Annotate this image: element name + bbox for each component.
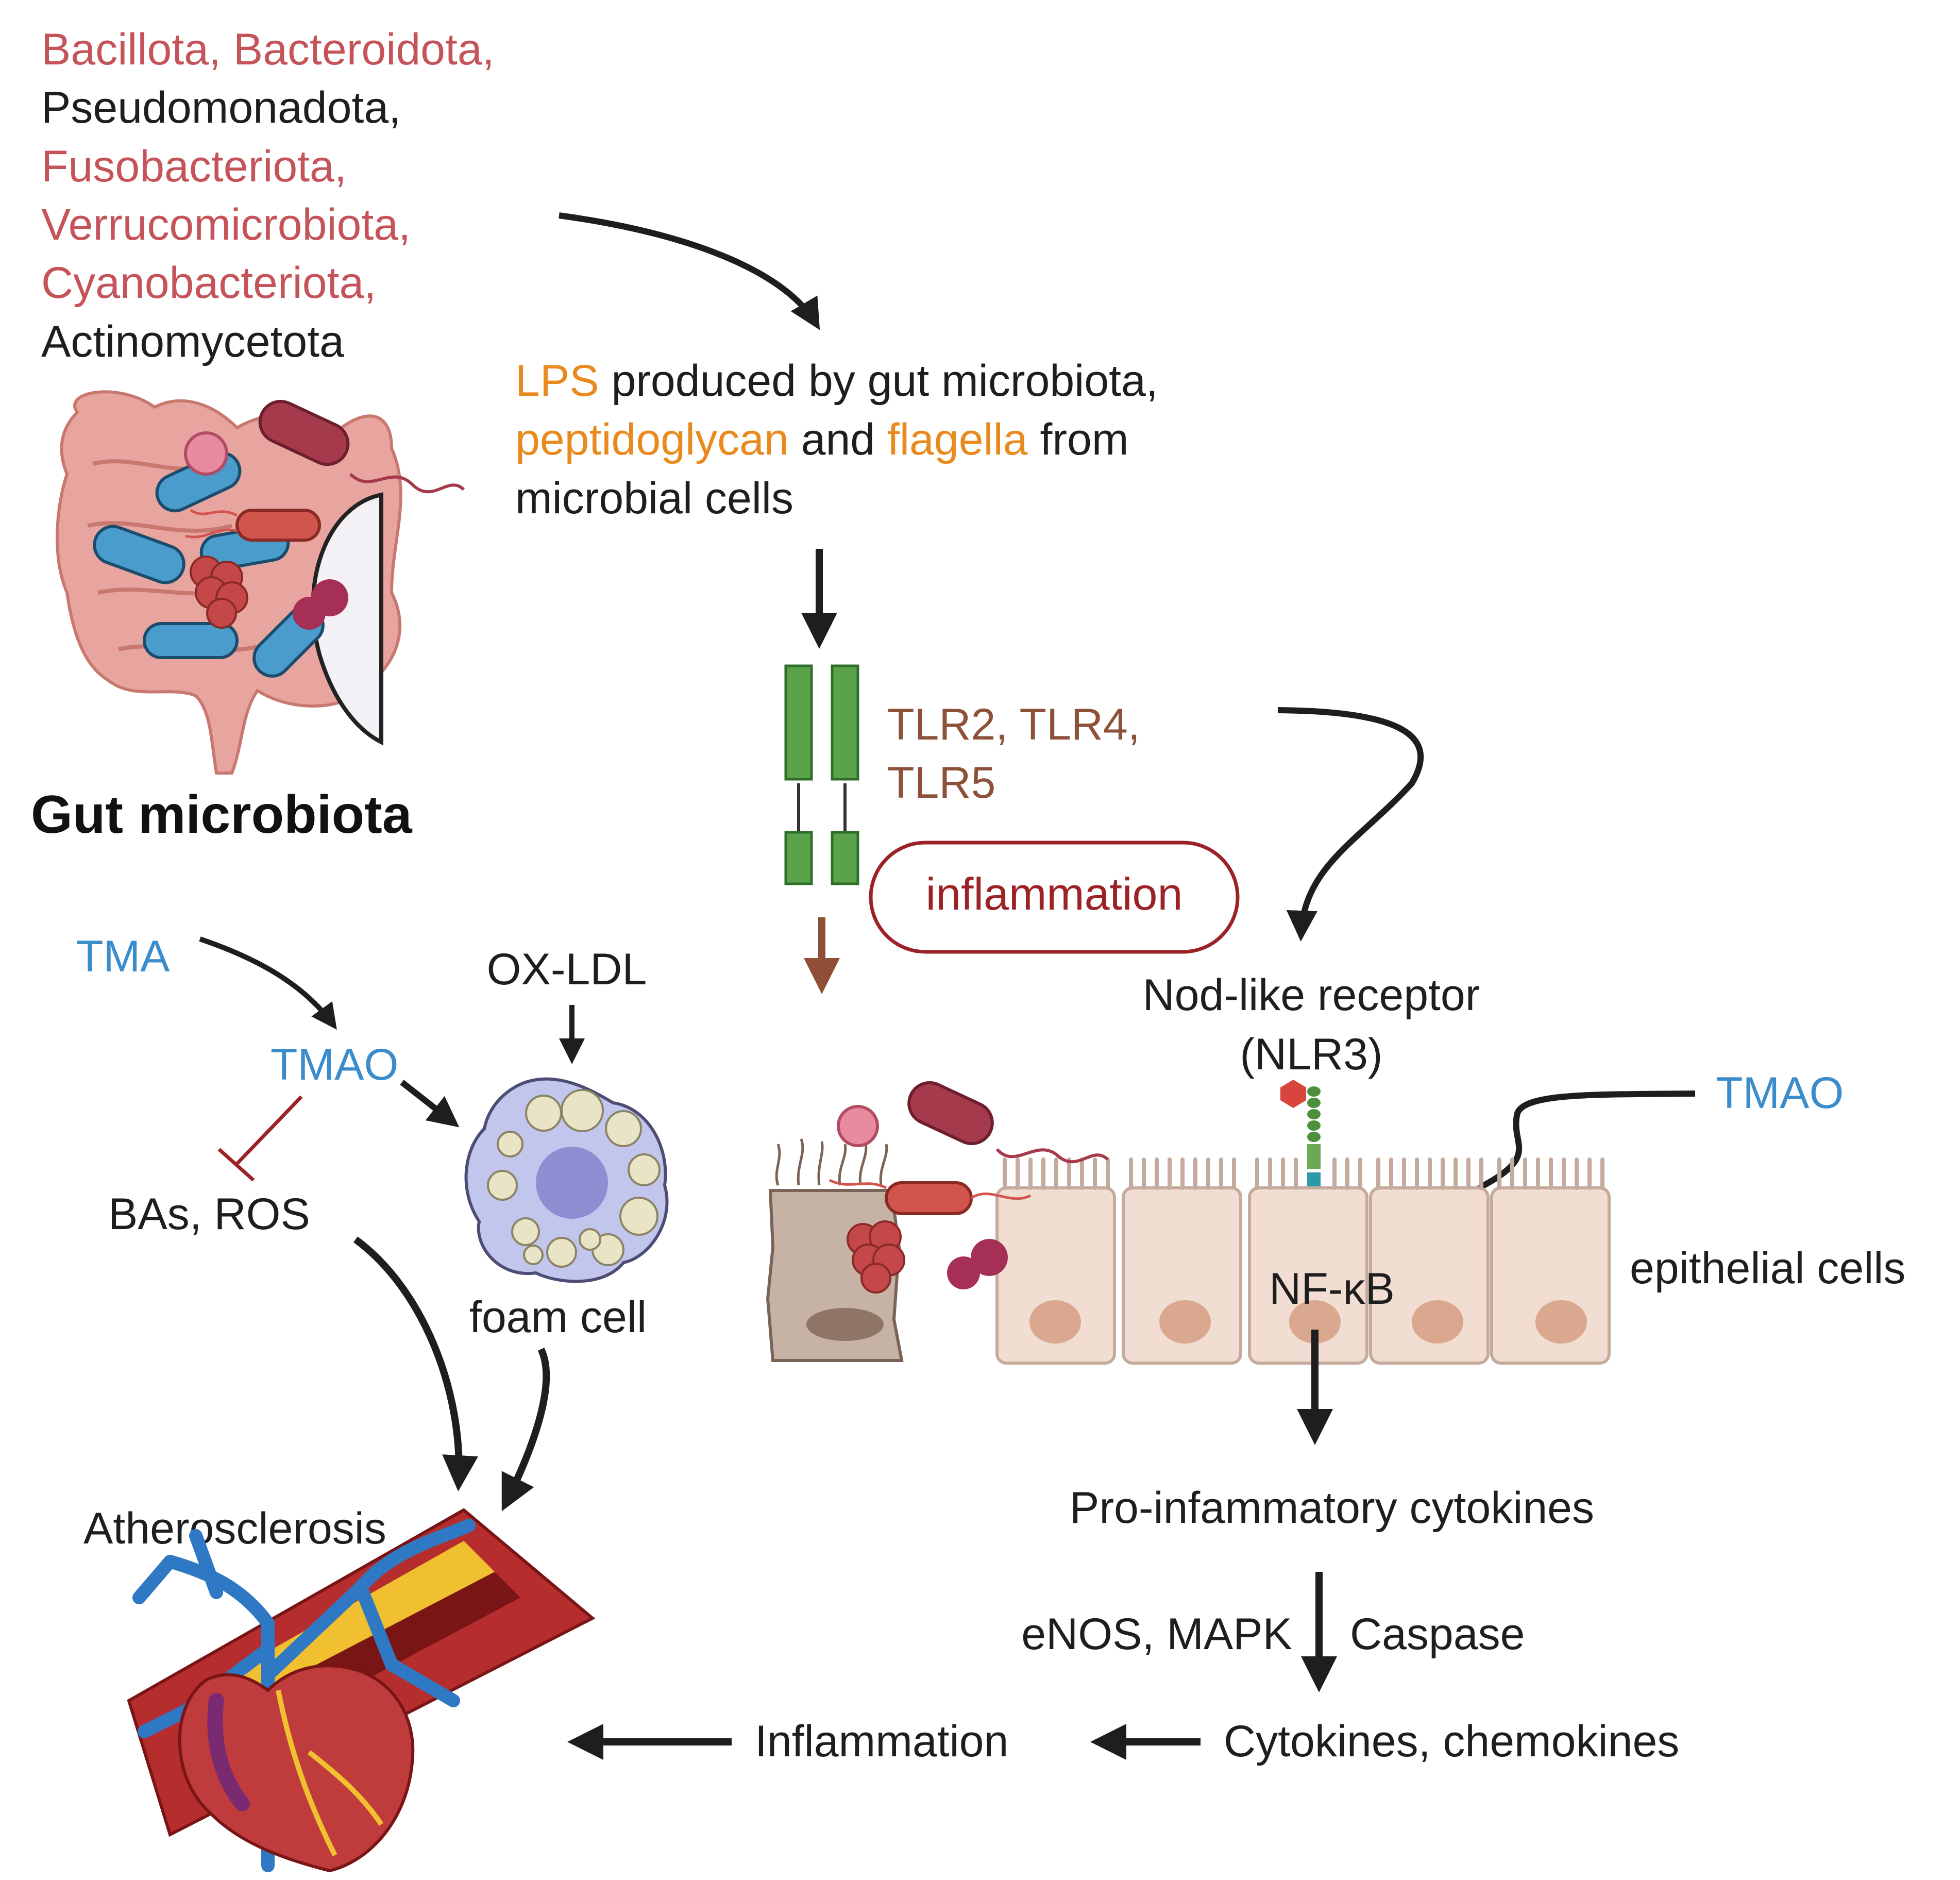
inflammation-badge: inflammation: [869, 841, 1240, 954]
arrow-bas-to-atherosclerosis: [353, 1236, 479, 1491]
arrow-phyla-to-lps: [559, 212, 820, 330]
tlr-receptor-icon: [784, 664, 859, 885]
inflammation-badge-label: inflammation: [926, 868, 1183, 919]
phylum-line: Actinomycetota: [41, 317, 344, 366]
heart-artery-illustration: [127, 1508, 596, 1873]
proinflammatory-cytokines-label: Pro-infammatory cytokines: [1070, 1483, 1594, 1533]
epithelial-cell: [1490, 1186, 1611, 1365]
phylum-line: Pseudomonadota,: [41, 83, 401, 132]
tlr-label-line-2: TLR5: [887, 758, 995, 808]
phylum-line: Bacillota, Bacteroidota,: [41, 25, 495, 74]
nlr-label-line-1: Nod-like receptor: [1143, 970, 1480, 1020]
epithelial-cell: [995, 1186, 1116, 1365]
products-line-2: peptidoglycan and flagella from: [515, 415, 1128, 464]
cocci-cluster: [847, 1220, 905, 1294]
gut-microbiota-label: Gut microbiota: [31, 785, 413, 845]
inhibit-bar: [217, 1148, 255, 1182]
arrow-tlr-to-nlr: [1277, 707, 1424, 942]
nlr-receptor-icon: [1280, 1080, 1321, 1198]
arrow-tma-to-tmao: [199, 936, 337, 1030]
products-text: from: [1028, 415, 1129, 464]
foam-cell-label: foam cell: [469, 1292, 647, 1342]
bas-ros-label: BAs, ROS: [108, 1189, 310, 1239]
microbial-products: LPS produced by gut microbiota, peptidog…: [515, 356, 1158, 523]
gut-illustration: Gut microbiota: [31, 390, 465, 845]
nlr-label: Nod-like receptor (NLR3): [1143, 970, 1480, 1079]
arrow-foam-cell-to-atherosclerosis: [501, 1347, 550, 1512]
products-text: and: [789, 415, 887, 464]
virus-icon: [837, 1105, 879, 1147]
tlr-label-line-1: TLR2, TLR4,: [887, 700, 1140, 749]
inhibit-tmao-to-bas: [235, 1095, 303, 1165]
oxldl-label: OX-LDL: [487, 945, 647, 994]
foam-cell-icon: [464, 1077, 669, 1283]
flagella-term: flagella: [887, 415, 1028, 464]
peptidoglycan-term: peptidoglycan: [515, 415, 789, 464]
phylum-line: Fusobacteriota,: [41, 142, 347, 191]
enos-mapk-label: eNOS, MAPK: [1021, 1609, 1292, 1659]
nfkb-label: NF-κB: [1269, 1264, 1395, 1314]
epithelial-cell: [1122, 1186, 1242, 1365]
tmao-left-label: TMAO: [271, 1040, 398, 1089]
cytokines-chemokines-label: Cytokines, chemokines: [1224, 1717, 1679, 1766]
products-text: produced by gut microbiota,: [599, 356, 1158, 406]
phyla-list: Bacillota, Bacteroidota, Pseudomonadota,…: [41, 25, 495, 366]
phylum-line: Verrucomicrobiota,: [41, 200, 411, 249]
phylum-line: Cyanobacteriota,: [41, 258, 376, 308]
tlr-labels: TLR2, TLR4, TLR5: [887, 700, 1140, 808]
epithelial-layer: [766, 1081, 1611, 1365]
atherosclerosis-label: Atherosclerosis: [83, 1504, 386, 1553]
caspase-label: Caspase: [1350, 1609, 1525, 1659]
epithelial-cell: [1248, 1186, 1368, 1365]
virus-icon: [184, 431, 228, 476]
products-line-3: microbial cells: [515, 474, 793, 523]
tma-label: TMA: [76, 932, 170, 981]
cocci-cluster: [190, 556, 248, 629]
tmao-right-label: TMAO: [1716, 1068, 1844, 1118]
nlr-label-line-2: (NLR3): [1240, 1030, 1382, 1079]
inflammation-bottom-label: Inflammation: [755, 1717, 1008, 1766]
products-line-1: LPS produced by gut microbiota,: [515, 356, 1158, 406]
arrow-tmao-to-foam-cell: [400, 1080, 460, 1128]
epithelial-cells-label: epithelial cells: [1630, 1244, 1905, 1293]
lps-term: LPS: [515, 356, 599, 406]
